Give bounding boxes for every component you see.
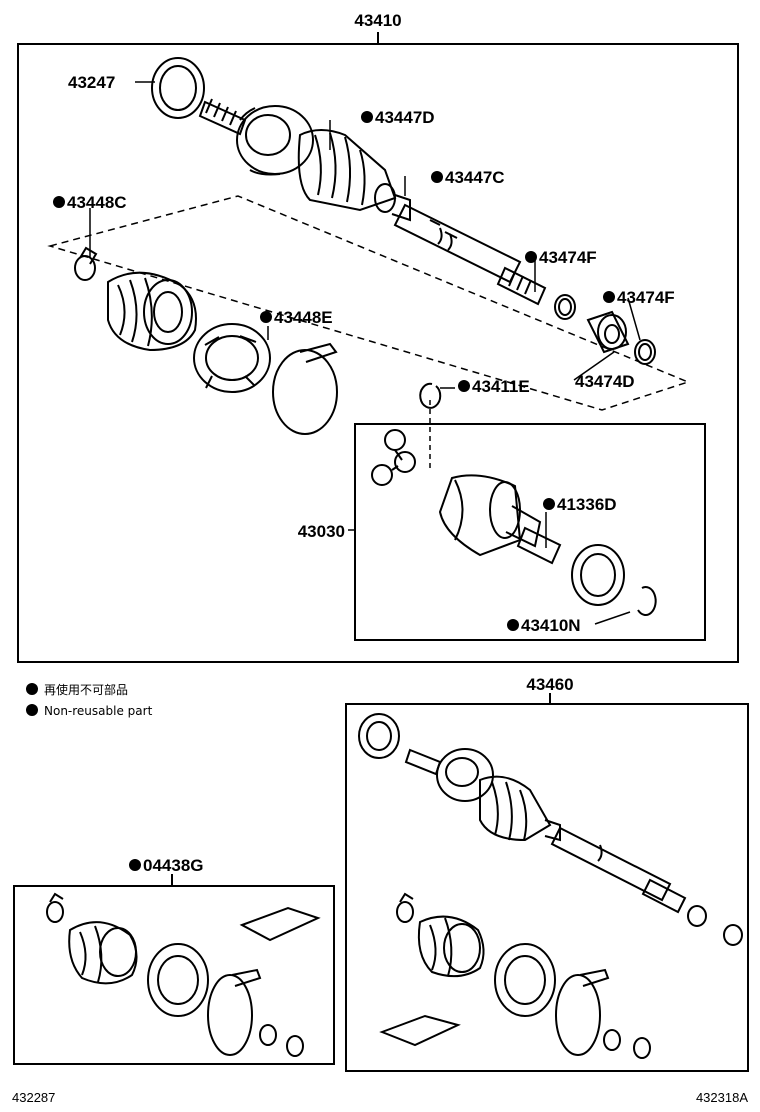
legend: 再使用不可部品 Non-reusable part <box>26 682 153 718</box>
drive-shaft-rear <box>358 713 743 1059</box>
frame-43410 <box>17 43 739 663</box>
frame-04438G <box>13 885 335 1065</box>
inner-joint-assembly <box>371 382 657 617</box>
label-43447C: 43447C <box>445 168 505 187</box>
legend-en: Non-reusable part <box>44 704 153 718</box>
leader-lines <box>89 81 641 625</box>
legend-jp: 再使用不可部品 <box>44 682 128 697</box>
drive-shaft-front <box>151 57 656 365</box>
label-43030: 43030 <box>298 522 345 541</box>
label-43448E: 43448E <box>274 308 333 327</box>
label-43247: 43247 <box>68 73 115 92</box>
inner-boot-kit <box>74 246 338 435</box>
part-labels: 43410 43460 43030 43247 43447D 43447C 43… <box>53 11 675 875</box>
boot-kit-04438G <box>46 892 321 1057</box>
label-43474F-b: 43474F <box>617 288 675 307</box>
label-43474D: 43474D <box>575 372 635 391</box>
label-43448C: 43448C <box>67 193 127 212</box>
label-43447D: 43447D <box>375 108 435 127</box>
footer-right-code: 432318A <box>696 1090 748 1105</box>
label-04438G: 04438G <box>143 856 204 875</box>
label-43411E: 43411E <box>472 377 530 396</box>
label-43474F-a: 43474F <box>539 248 597 267</box>
label-43460: 43460 <box>526 675 573 694</box>
footer-left-code: 432287 <box>12 1090 55 1105</box>
label-43410N: 43410N <box>521 616 581 635</box>
label-43410: 43410 <box>354 11 401 30</box>
frame-43030 <box>354 423 706 641</box>
label-41336D: 41336D <box>557 495 617 514</box>
frame-43460 <box>345 703 749 1072</box>
dashed-kit-outline <box>47 195 691 411</box>
